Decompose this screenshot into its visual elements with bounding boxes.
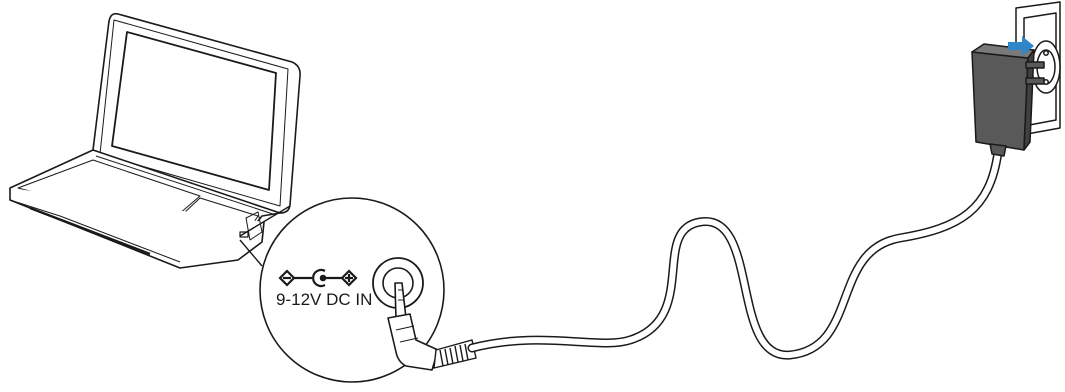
power-cable: [467, 147, 1003, 360]
power-adapter: [971, 43, 1045, 157]
portable-dvd-player: [9, 12, 301, 269]
magnified-port-view: 9-12V DC IN: [259, 197, 445, 383]
polarity-symbol-icon: [278, 268, 358, 288]
plug-strain-relief: [433, 339, 477, 369]
dc-in-port-on-player: [239, 231, 249, 238]
zoom-callout-lines: [239, 205, 291, 267]
player-screen: [111, 31, 277, 191]
insert-arrow-icon: [1008, 36, 1034, 56]
dc-plug: [387, 282, 439, 371]
port-label: 9-12V DC IN: [276, 290, 372, 309]
